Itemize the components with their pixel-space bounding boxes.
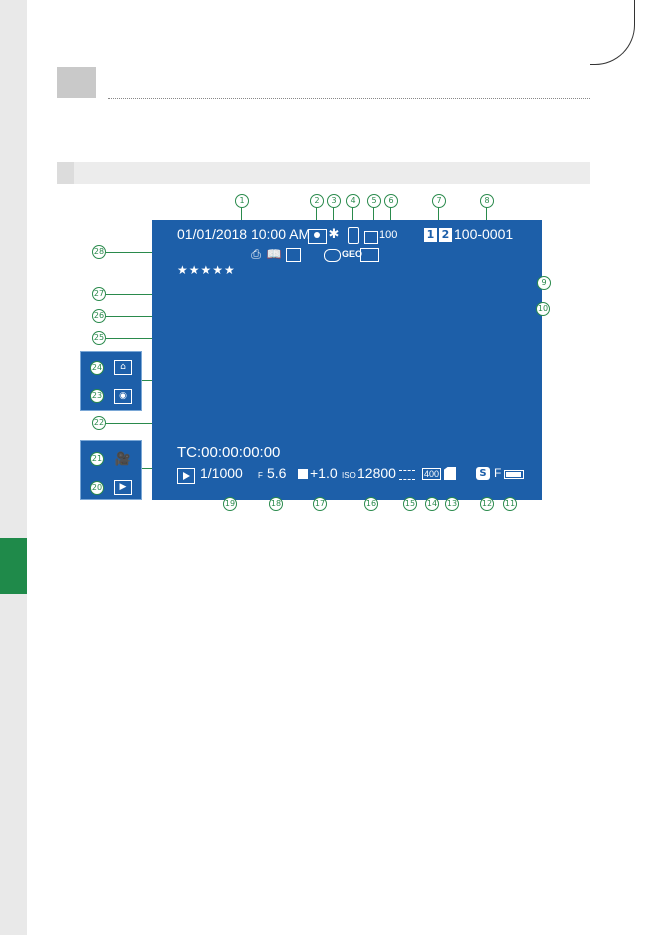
timecode: TC:00:00:00:00 [177, 444, 280, 461]
print-order-icon: ⎙ [249, 247, 263, 261]
callout-16: 16 [364, 497, 378, 511]
callout-20: 20 [90, 481, 104, 495]
heading-marker [57, 67, 96, 98]
rating-stars: ★★★★★ [177, 263, 236, 277]
callout-24: 24 [90, 361, 104, 375]
smartphone-transfer-icon [348, 227, 359, 244]
photobook-icon: 📖 [266, 247, 282, 261]
playback-icon [177, 468, 195, 484]
heading-rule [108, 98, 590, 99]
callout-14: 14 [425, 497, 439, 511]
shutter-speed: 1/1000 [200, 465, 243, 481]
page-margin-strip [0, 0, 27, 935]
callout-18: 18 [269, 497, 283, 511]
movie-icon-group-bottom: 🎥 ▶ [80, 440, 142, 500]
battery-icon [504, 470, 524, 479]
callout-6: 6 [384, 194, 398, 208]
callout-8: 8 [480, 194, 494, 208]
frame-count: 100 [379, 229, 397, 241]
callout-13: 13 [445, 497, 459, 511]
date-time: 01/01/2018 10:00 AM [177, 226, 310, 242]
callout-25: 25 [92, 331, 106, 345]
camera-display: 01/01/2018 10:00 AM ✱ 100 1 2 100-0001 ★… [152, 220, 542, 500]
aperture-label: F [258, 471, 263, 480]
callout-5: 5 [367, 194, 381, 208]
callout-26: 26 [92, 309, 106, 323]
corner-curve [590, 0, 635, 65]
aperture-value: 5.6 [267, 465, 286, 481]
dynamic-range-icon [399, 470, 415, 480]
bluetooth-icon: ✱ [328, 228, 340, 242]
callout-1: 1 [235, 194, 249, 208]
callout-4: 4 [346, 194, 360, 208]
movie-icon-group-top: ⌂ ◉ [80, 351, 142, 411]
protect-key-icon [360, 248, 379, 262]
red-eye-icon [324, 249, 341, 262]
card-slot-2: 2 [439, 228, 452, 242]
film-simulation-icon [444, 467, 456, 480]
callout-9: 9 [537, 276, 551, 290]
memory-card-icon [364, 231, 378, 244]
callout-3: 3 [327, 194, 341, 208]
iso-label: ISO [342, 471, 356, 480]
callout-27: 27 [92, 287, 106, 301]
callout-12: 12 [480, 497, 494, 511]
face-detect-icon [308, 229, 327, 244]
geo-icon: GEO [342, 249, 362, 259]
callout-22: 22 [92, 416, 106, 430]
card-slot-1: 1 [424, 228, 437, 242]
eye-icon: ◉ [114, 389, 132, 404]
callout-21: 21 [90, 452, 104, 466]
gift-image-icon [286, 248, 301, 262]
exposure-comp-icon [298, 469, 308, 479]
play-icon: ▶ [114, 480, 132, 495]
callout-28: 28 [92, 245, 106, 259]
callout-11: 11 [503, 497, 517, 511]
callout-7: 7 [432, 194, 446, 208]
callout-2: 2 [310, 194, 324, 208]
movie-camera-icon: 🎥 [114, 453, 132, 467]
callout-19: 19 [223, 497, 237, 511]
film-simulation-iso: 400 [422, 468, 441, 480]
image-quality: F [494, 466, 501, 480]
image-size-icon: S [476, 467, 490, 480]
exposure-comp-value: +1.0 [310, 465, 338, 481]
chapter-tab [0, 538, 27, 594]
photo-landscape-icon: ⌂ [114, 360, 132, 375]
subheading-marker [57, 162, 74, 184]
callout-23: 23 [90, 389, 104, 403]
subheading-bar [57, 162, 590, 184]
callout-10: 10 [536, 302, 550, 316]
file-number: 100-0001 [454, 226, 513, 242]
callout-15: 15 [403, 497, 417, 511]
iso-value: 12800 [357, 465, 396, 481]
callout-17: 17 [313, 497, 327, 511]
